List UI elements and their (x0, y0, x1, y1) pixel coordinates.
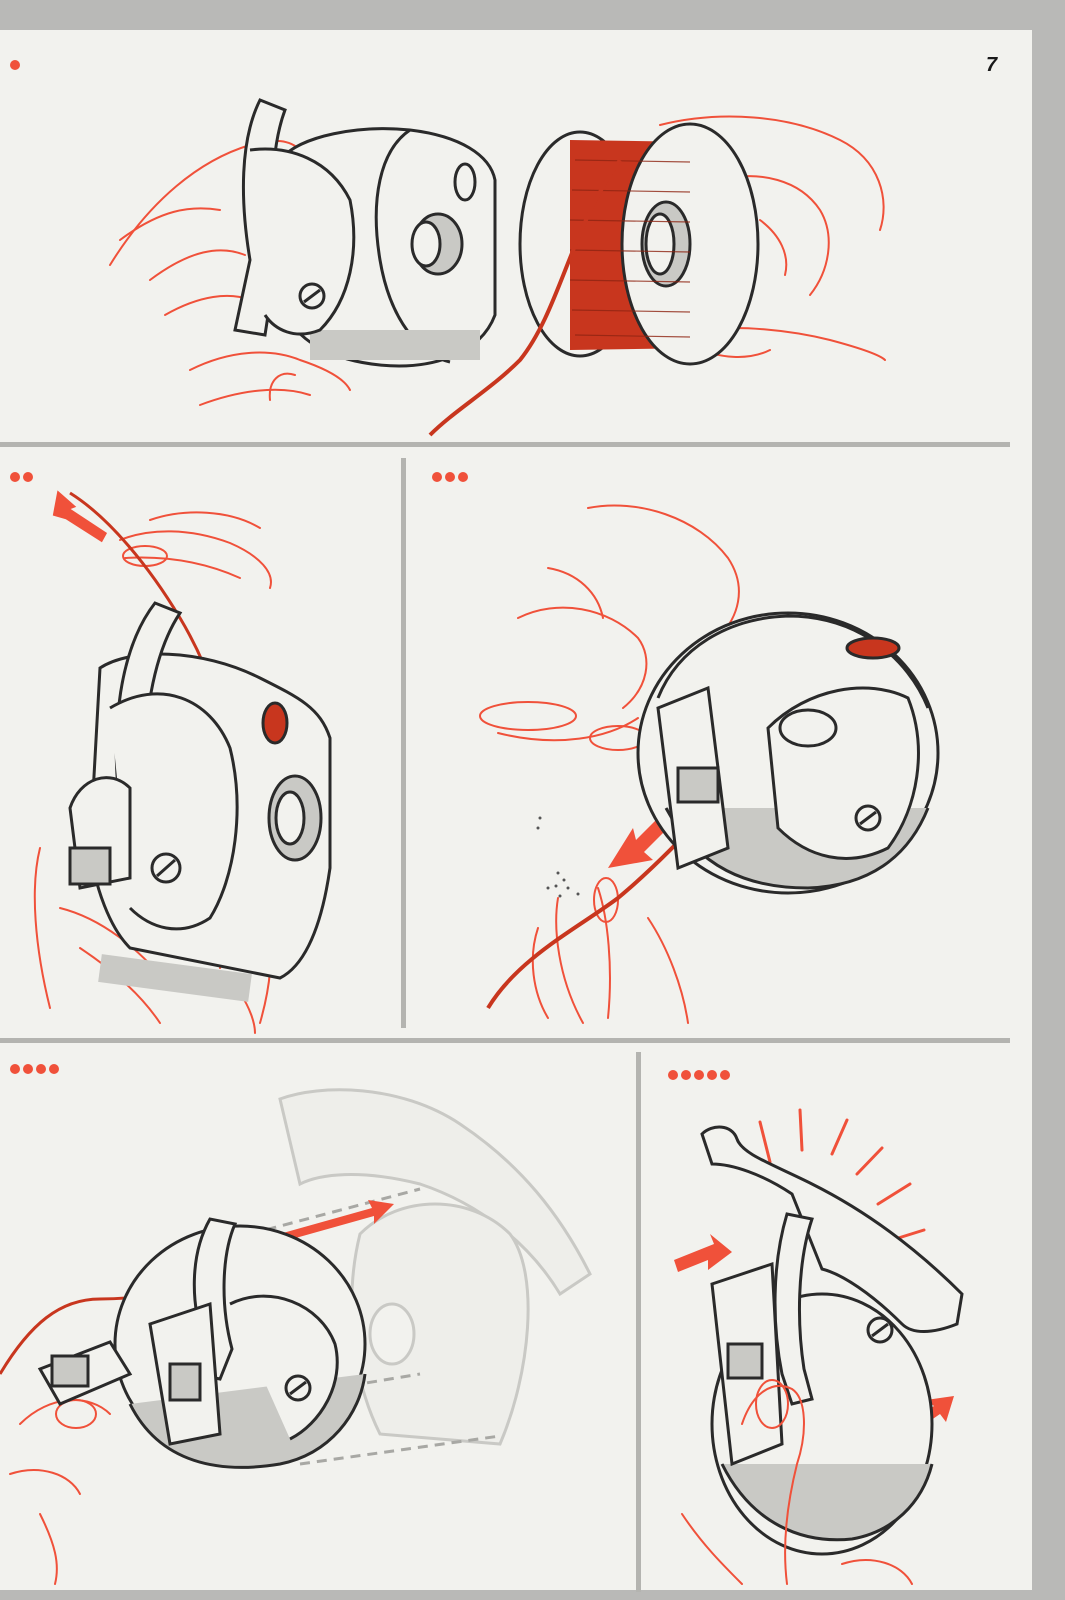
step-1-illustration (0, 30, 1010, 440)
step-5-illustration (642, 1044, 1010, 1590)
thread-under-tension-spring-icon (0, 448, 400, 1038)
divider-horizontal-bottom (0, 1038, 1010, 1043)
bobbin-and-bobbin-case-icon (0, 30, 1010, 440)
step-4-illustration (0, 1044, 636, 1590)
divider-vertical-bottom (636, 1052, 641, 1592)
step-3-illustration (408, 448, 1010, 1038)
divider-horizontal-top (0, 442, 1010, 447)
manual-page: 7 (0, 30, 1032, 1590)
latch-bobbin-case-icon (642, 1044, 1010, 1590)
pull-thread-through-slot-icon (408, 448, 1010, 1038)
step-2-illustration (0, 448, 400, 1038)
divider-vertical-middle (401, 458, 406, 1028)
insert-bobbin-case-icon (0, 1044, 636, 1590)
